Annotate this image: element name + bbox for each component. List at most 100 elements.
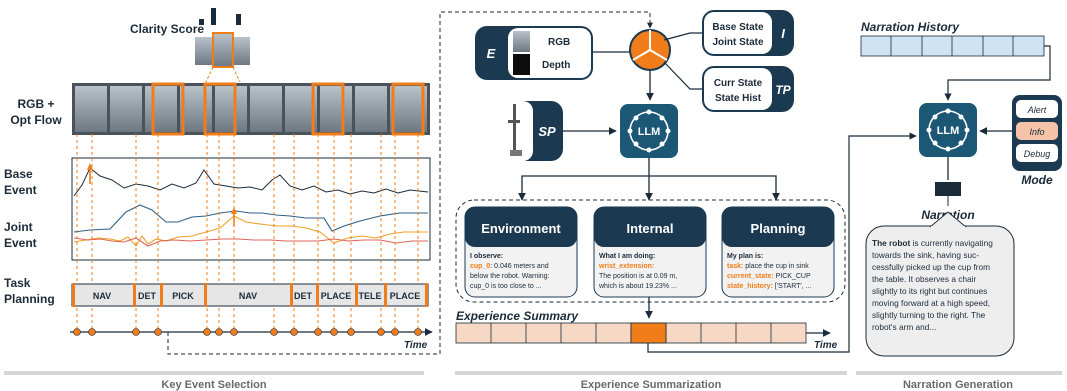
llm-label: LLM (937, 125, 960, 137)
internal-card: Internal What I am doing: wrist_extensio… (593, 206, 707, 298)
tp-label: TP (775, 83, 791, 97)
clarity-bar (199, 19, 204, 25)
clarity-bar (211, 8, 216, 25)
row-label-joint: Joint (4, 220, 33, 234)
connector (647, 132, 917, 353)
i-label: I (781, 26, 785, 41)
base-event-line (73, 167, 429, 197)
caption-experience: Experience Summarization (581, 379, 722, 391)
segment-label: PICK (172, 291, 194, 301)
llm-block-experience: LLM (620, 104, 678, 158)
svg-text:cessfully picked up the cup fr: cessfully picked up the cup from (872, 262, 990, 272)
svg-text:moving forward at a high speed: moving forward at a high speed, (872, 298, 990, 308)
key-event-panel: Clarity Score RGB + Opt Flow Base Event … (4, 8, 653, 391)
internal-title: Internal (627, 221, 674, 236)
experience-panel: E RGB Depth Base State Joint State I Cur… (455, 10, 917, 391)
connector (944, 45, 1051, 101)
depth-label: Depth (542, 60, 570, 71)
svg-text:slightly to its right but cont: slightly to its right but continues (872, 286, 987, 296)
connector (518, 175, 649, 201)
narration-panel: Narration History LLM Alert Info Debu (856, 20, 1062, 391)
caption-key-event: Key Event Selection (161, 379, 266, 391)
environment-title: Environment (481, 221, 561, 236)
connector-dashed (167, 11, 653, 355)
i-block: Base State Joint State I (702, 10, 794, 56)
segment-label: NAV (239, 291, 257, 301)
segment-label: DET (294, 291, 313, 301)
tp-block: Curr State State Hist TP (702, 66, 794, 112)
curr-state-label: Curr State (714, 78, 763, 89)
narration-text: The robot is currently navigating toward… (872, 238, 993, 332)
llm-label: LLM (638, 126, 661, 138)
joint-event-line-blue (73, 204, 428, 233)
rgb-label: RGB (548, 37, 570, 48)
time-keyframes (73, 328, 422, 336)
planning-text: current_state: PICK_CUP (727, 273, 811, 280)
caption-narration: Narration Generation (903, 379, 1013, 391)
row-label-task: Task (4, 276, 31, 290)
svg-text:the table. It observes a chair: the table. It observes a chair (872, 274, 976, 284)
caption-rule (455, 371, 847, 375)
row-label-task: Planning (4, 292, 55, 306)
time-label: Time (404, 340, 428, 351)
clarity-bar (236, 14, 241, 25)
internal-text: which is about 19.23% ... (598, 283, 677, 290)
connector (649, 175, 780, 201)
planning-title: Planning (751, 221, 806, 236)
mode-debug: Debug (1024, 149, 1051, 159)
narration-history-title: Narration History (861, 20, 960, 34)
segment-label: DET (138, 291, 157, 301)
segment-label: PLACE (390, 291, 421, 301)
planning-card: Planning My plan is: task: place the cup… (721, 206, 835, 298)
row-label-base: Event (4, 183, 37, 197)
environment-text: cup_0: 0.046 meters and (470, 263, 549, 270)
event-marker-arrow (231, 207, 237, 214)
base-state-label: Base State (712, 22, 764, 33)
sp-block: SP (503, 101, 563, 161)
planning-text: task: place the cup in sink (727, 263, 809, 270)
segment-label: TELE (358, 291, 381, 301)
row-label-joint: Event (4, 236, 37, 250)
environment-intro: I observe: (470, 253, 503, 260)
e-label: E (487, 46, 496, 61)
fusion-node (629, 29, 671, 71)
state-hist-label: State Hist (715, 93, 762, 104)
internal-key: wrist_extension: (598, 263, 654, 270)
mode-info: Info (1029, 127, 1044, 137)
joint-event-line-red (73, 237, 428, 247)
clarity-score-title: Clarity Score (130, 22, 204, 36)
llm-block-narration: LLM (919, 103, 977, 157)
planning-intro: My plan is: (727, 253, 763, 260)
task-planning-bar: NAV DET PICK NAV DET PLACE TELE PLACE (71, 283, 429, 307)
rgb-thumbnail (513, 31, 530, 52)
connector (663, 32, 702, 41)
rgb-frame-strip (72, 82, 430, 136)
joint-event-line-orange (73, 215, 428, 247)
mode-title: Mode (1021, 173, 1053, 187)
narration-history-strip (860, 35, 1045, 57)
summary-container (455, 199, 846, 303)
row-label-rgb: Opt Flow (10, 113, 62, 127)
internal-text: The position is at 0.09 m, (599, 273, 677, 280)
row-label-rgb: RGB + (17, 97, 54, 111)
depth-thumbnail (513, 54, 530, 75)
event-plot-frame (71, 157, 431, 261)
experience-summary-strip (455, 322, 807, 344)
caption-rule (4, 371, 424, 375)
sp-label: SP (538, 124, 556, 139)
experience-summary-title: Experience Summary (456, 309, 579, 323)
internal-intro: What I am doing: (599, 253, 655, 260)
mode-alert: Alert (1027, 105, 1047, 115)
planning-text: state_history: ['START', ... (727, 283, 812, 290)
mode-selector: Alert Info Debug (1012, 95, 1062, 171)
svg-text:slightly turning to the right.: slightly turning to the right. The (872, 310, 986, 320)
svg-text:robot's arm and...: robot's arm and... (872, 322, 936, 332)
clarity-frames (195, 32, 250, 68)
environment-text: cup_0 is too close to ... (470, 283, 542, 290)
row-label-base: Base (4, 167, 33, 181)
time-label: Time (814, 340, 838, 351)
environment-text: below the robot. Warning: (470, 273, 550, 280)
connector (663, 61, 702, 90)
caption-rule (856, 371, 1062, 375)
